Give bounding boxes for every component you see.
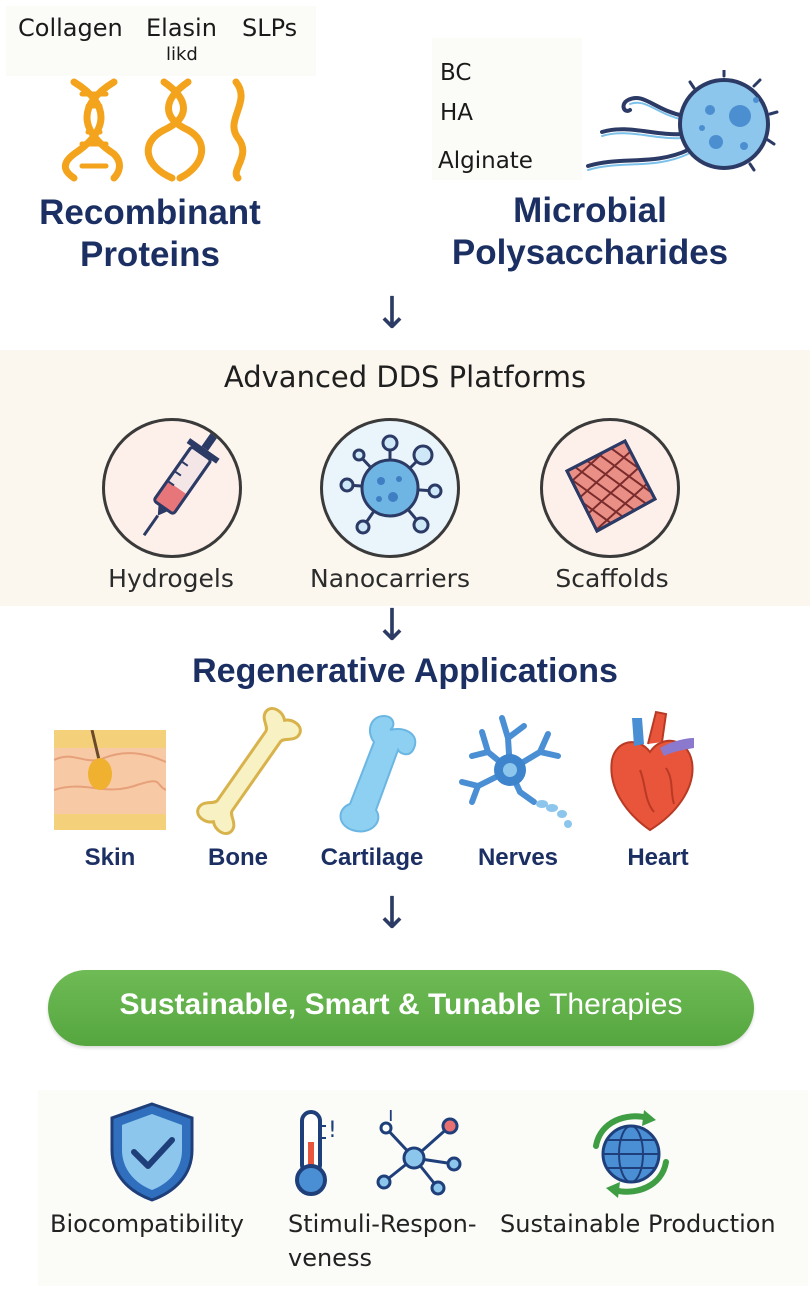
label-nerves: Nerves (477, 844, 559, 871)
microbial-title: Microbial Polysaccharides (451, 191, 729, 272)
syringe-icon (142, 422, 229, 537)
regen-title: Regenerative Applications (192, 652, 618, 690)
hydrogels-circle (102, 418, 242, 558)
label-elastin-sub: likd (166, 44, 198, 65)
bone-icon (196, 706, 302, 836)
nanoparticle-icon (339, 434, 443, 535)
label-heart: Heart (627, 844, 689, 871)
label-bone: Bone (208, 844, 268, 871)
label-stimuli-responsiveness-2: veness (288, 1244, 372, 1272)
therapies-bold: Sustainable, Smart & Tunable (119, 988, 541, 1021)
skin-icon (54, 730, 166, 830)
label-slps: SLPs (242, 14, 298, 42)
protein-strands-icon (61, 78, 247, 182)
network-mark: ı (388, 1102, 394, 1126)
recombinant-title: Recombinant Proteins (39, 193, 261, 274)
thermometer-mark: ! (328, 1118, 337, 1143)
protein-labels-box (6, 6, 316, 76)
label-biocompatibility: Biocompatibility (50, 1210, 244, 1238)
flagellum-3 (586, 148, 690, 168)
flow-arrow-3: ↓ (373, 888, 411, 939)
neuron-icon (459, 715, 572, 828)
label-skin: Skin (84, 844, 136, 871)
label-stimuli-responsiveness-1: Stimuli-Respon- (288, 1210, 477, 1238)
therapies-light: Therapies (549, 988, 683, 1021)
label-collagen: Collagen (18, 14, 123, 42)
label-cartilage: Cartilage (320, 844, 424, 871)
flagellum-2 (600, 127, 686, 137)
microbe-body (678, 78, 770, 170)
label-bc: BC (440, 60, 472, 86)
cartilage-icon (339, 714, 417, 833)
label-elastin: Elasin (146, 14, 217, 42)
globe-recycle-icon (593, 1110, 669, 1198)
therapies-banner (48, 970, 754, 1046)
label-sustainable-production: Sustainable Production (500, 1210, 776, 1238)
label-alginate: Alginate (438, 148, 533, 174)
molecule-network-icon (376, 1117, 462, 1196)
poly-labels-box (432, 38, 582, 180)
label-scaffolds: Scaffolds (555, 564, 669, 593)
label-ha: HA (440, 100, 474, 126)
platforms-title: Advanced DDS Platforms (223, 360, 587, 394)
heart-icon (610, 710, 694, 832)
flagellum-1 (621, 96, 686, 118)
flow-arrow-2: ↓ (373, 600, 411, 651)
flow-arrow-1: ↓ (373, 288, 411, 339)
label-hydrogels: Hydrogels (108, 564, 234, 593)
nanocarriers-circle (320, 418, 460, 558)
scaffold-mesh-icon (564, 438, 658, 534)
therapies-text: Sustainable, Smart & Tunable Therapies (48, 988, 754, 1022)
thermometer-icon (295, 1110, 327, 1196)
label-nanocarriers: Nanocarriers (310, 564, 470, 593)
shield-check-icon (110, 1102, 194, 1202)
microbe-icon (586, 70, 779, 172)
helix-strand-b (83, 78, 123, 182)
scaffolds-circle (540, 418, 680, 558)
